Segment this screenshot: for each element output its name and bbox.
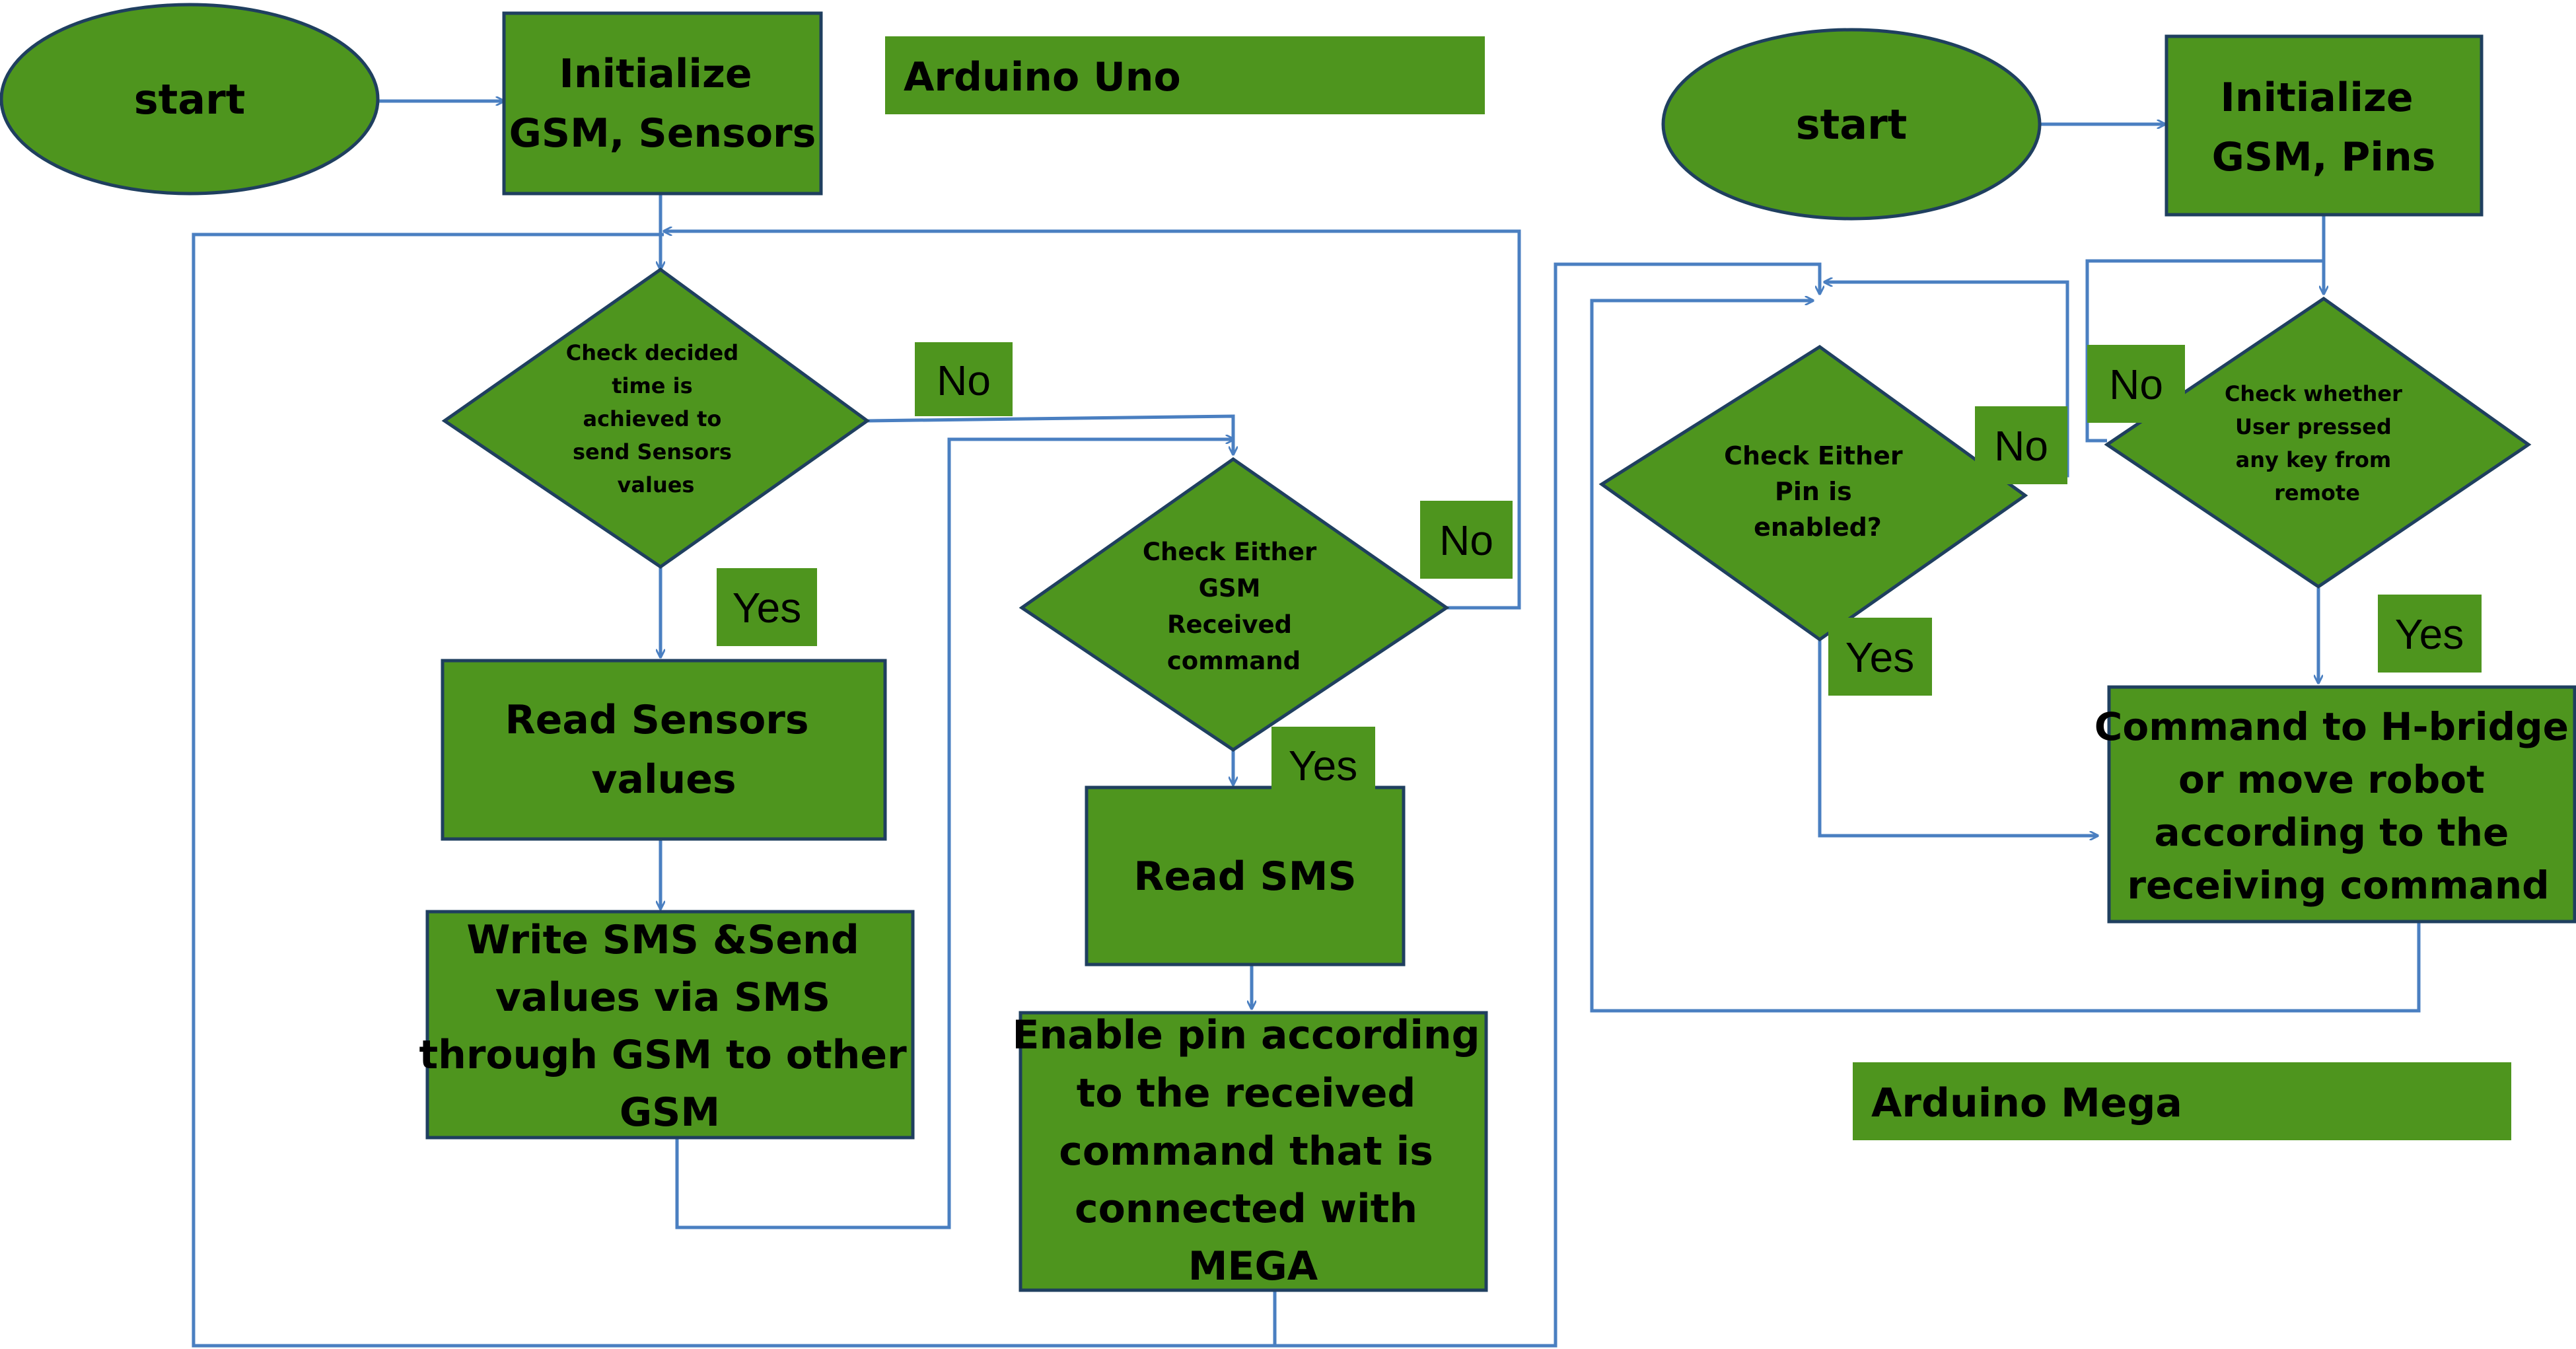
uno-section-label-bg	[885, 36, 1485, 114]
uno-enable-pin-line: Enable pin according	[1013, 1012, 1480, 1058]
uno-enable-pin-line: command that is	[1059, 1128, 1433, 1175]
mega-start-text: start	[1796, 100, 1908, 149]
uno-enable-pin-line: to the received	[1077, 1070, 1416, 1116]
label-yes-key: Yes	[2395, 610, 2464, 658]
label-no-pin-bg	[1975, 406, 2067, 484]
uno-decision-time-line: achieved to	[583, 406, 721, 431]
connector-enable-pin-outer-loop	[192, 233, 1277, 1348]
label-no-key-bg	[2087, 345, 2185, 423]
connector-decision-time-no	[867, 414, 1233, 455]
uno-write-sms-box	[425, 910, 915, 1140]
mega-decision-key-text: Check whether User pressed any key from …	[2225, 381, 2410, 505]
uno-write-sms-line: values via SMS	[495, 974, 830, 1021]
mega-init-box	[2165, 34, 2484, 217]
label-no-time-bg	[915, 342, 1013, 416]
mega-decision-pin	[1598, 344, 2028, 642]
uno-decision-gsm-line: command	[1167, 647, 1301, 675]
uno-read-sensors-box	[441, 659, 887, 841]
connector-decision-pin-yes	[1818, 631, 2098, 836]
label-yes-key-bg	[2378, 595, 2482, 673]
mega-start-terminal	[1661, 28, 2042, 221]
mega-decision-pin-line: Check Either	[1724, 441, 1903, 470]
uno-init-text: Initialize GSM, Sensors	[509, 51, 816, 157]
uno-decision-time-line: Check decided	[566, 340, 738, 365]
uno-read-sms-text: Read SMS	[1133, 854, 1356, 900]
uno-write-sms-line: through GSM to other	[419, 1032, 907, 1078]
uno-decision-time-line: send Sensors	[573, 439, 732, 464]
uno-section-label: Arduino Uno	[904, 54, 1181, 100]
uno-shapes	[0, 3, 1488, 1292]
diagram-text: Arduino Uno Arduino Mega start Initializ…	[134, 51, 2576, 1290]
uno-decision-time-line: time is	[612, 373, 692, 398]
mega-decision-key-line: Check whether	[2225, 381, 2402, 406]
mega-decision-key-line: remote	[2274, 480, 2360, 505]
mega-init-text: Initialize GSM, Pins	[2212, 75, 2436, 180]
uno-read-sensors-text: Read Sensors values	[505, 697, 823, 803]
label-no-key: No	[2109, 361, 2163, 408]
label-yes-time: Yes	[733, 584, 801, 632]
connector-write-sms-return	[675, 439, 1234, 1229]
mega-section-label: Arduino Mega	[1871, 1080, 2182, 1126]
mega-decision-key	[2104, 296, 2532, 589]
mega-command-line: receiving command	[2127, 863, 2549, 908]
uno-read-sms-box	[1085, 785, 1406, 966]
mega-decision-key-line: User pressed	[2235, 414, 2392, 439]
label-no-time: No	[937, 357, 991, 404]
uno-enable-pin-box	[1019, 1011, 1488, 1292]
connectors	[192, 101, 2421, 1348]
uno-init-box	[502, 11, 823, 196]
mega-decision-pin-text: Check Either Pin is enabled?	[1724, 441, 1912, 542]
label-yes-time-bg	[717, 568, 817, 646]
mega-command-line: according to the	[2154, 810, 2509, 855]
mega-command-line: Command to H-bridge	[2094, 704, 2569, 749]
uno-decision-gsm-line: Received	[1167, 610, 1292, 639]
label-boxes	[717, 36, 2511, 1140]
mega-command-line: or move robot	[2178, 757, 2485, 802]
uno-decision-gsm-line: GSM	[1199, 574, 1261, 602]
label-yes-pin-bg	[1828, 618, 1932, 696]
uno-start-terminal	[0, 3, 380, 196]
uno-init-line: GSM, Sensors	[509, 110, 816, 157]
mega-init-line: GSM, Pins	[2212, 134, 2436, 180]
uno-decision-gsm	[1019, 456, 1450, 752]
label-no-gsm-bg	[1420, 501, 1513, 579]
uno-decision-time-line: values	[618, 472, 695, 497]
mega-section-label-bg	[1853, 1062, 2511, 1140]
connector-outer-loop-to-mega	[1275, 262, 1820, 1348]
uno-decision-gsm-text: Check Either GSM Received command	[1143, 538, 1325, 675]
mega-init-line: Initialize	[2221, 75, 2414, 121]
uno-decision-time	[441, 267, 871, 569]
label-no-pin: No	[1994, 422, 2048, 470]
connector-command-return	[1590, 301, 2421, 1013]
uno-enable-pin-line: connected with	[1075, 1186, 1417, 1232]
mega-decision-pin-line: Pin is	[1775, 477, 1852, 506]
label-yes-gsm: Yes	[1289, 742, 1357, 789]
uno-write-sms-line: GSM	[620, 1089, 720, 1136]
uno-enable-pin-text: Enable pin according to the received com…	[1013, 1012, 1494, 1290]
mega-decision-pin-line: enabled?	[1754, 513, 1882, 542]
uno-start-text: start	[134, 75, 246, 124]
mega-shapes	[1598, 28, 2576, 924]
mega-decision-key-line: any key from	[2236, 447, 2392, 472]
mega-command-text: Command to H-bridge or move robot accord…	[2094, 704, 2576, 908]
uno-enable-pin-line: MEGA	[1188, 1243, 1318, 1290]
mega-command-box	[2107, 685, 2576, 924]
uno-decision-gsm-line: Check Either	[1143, 538, 1317, 566]
connector-decision-gsm-no	[664, 231, 1521, 610]
uno-write-sms-line: Write SMS &Send	[466, 917, 859, 963]
label-yes-pin: Yes	[1845, 634, 1914, 681]
label-no-gsm: No	[1439, 517, 1493, 564]
uno-decision-time-text: Check decided time is achieved to send S…	[566, 340, 746, 497]
uno-write-sms-text: Write SMS &Send values via SMS through G…	[419, 917, 920, 1136]
uno-read-sensors-line: Read Sensors	[505, 697, 809, 743]
uno-read-sensors-line: values	[591, 756, 736, 803]
uno-init-line: Initialize	[559, 51, 752, 97]
label-yes-gsm-bg	[1271, 727, 1375, 805]
